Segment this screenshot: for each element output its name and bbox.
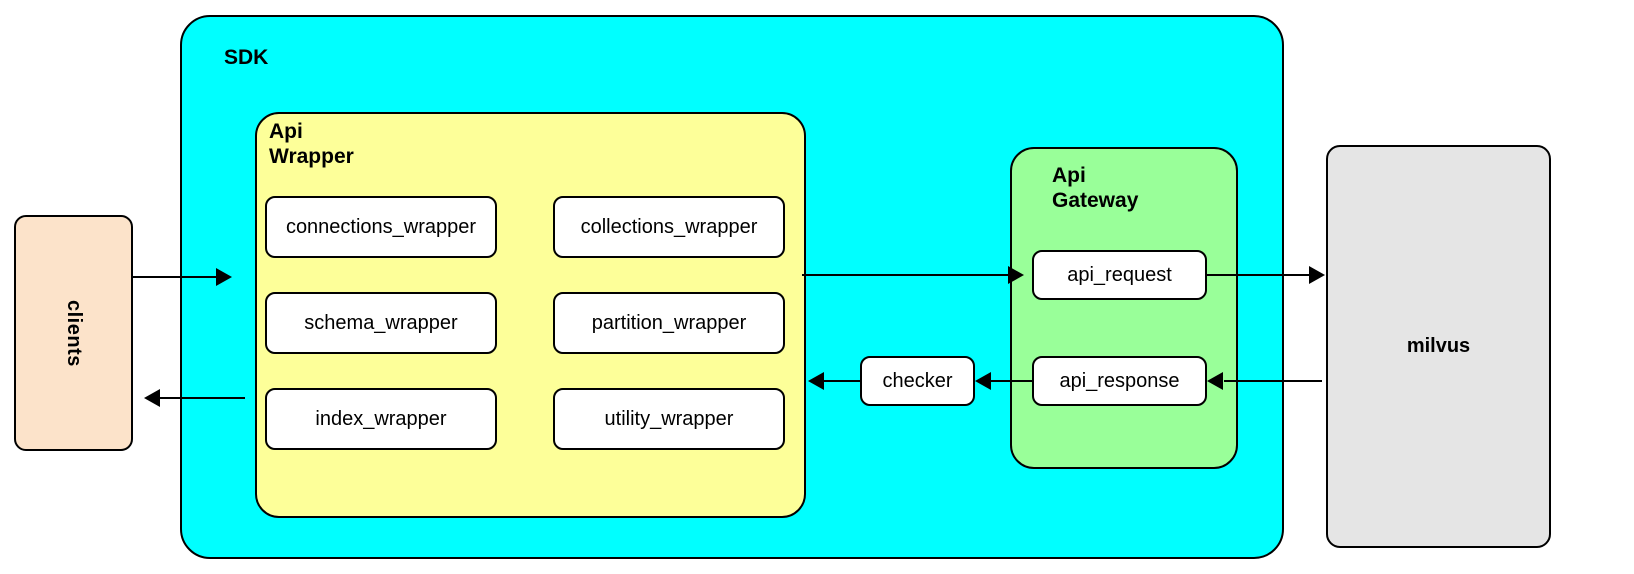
- edge-sdk-to-clients: [160, 397, 245, 399]
- edge-checker-to-api-wrapper: [824, 380, 862, 382]
- arrow-right-icon-request-milvus: [1309, 266, 1325, 284]
- node-api-request[interactable]: api_request: [1032, 250, 1207, 300]
- node-connections-wrapper[interactable]: connections_wrapper: [265, 196, 497, 258]
- arrow-right-icon-wrapper-gateway: [1008, 266, 1024, 284]
- edge-milvus-to-api-response: [1224, 380, 1322, 382]
- arrow-right-icon-clients-out: [216, 268, 232, 286]
- node-collections-wrapper[interactable]: collections_wrapper: [553, 196, 785, 258]
- api-wrapper-label: Api Wrapper: [269, 120, 354, 168]
- api-gateway-label: Api Gateway: [1052, 164, 1139, 212]
- node-api-response[interactable]: api_response: [1032, 356, 1207, 406]
- arrow-left-icon-response-checker: [975, 372, 991, 390]
- node-checker[interactable]: checker: [860, 356, 975, 406]
- edge-api-response-to-checker: [991, 380, 1033, 382]
- sdk-label: SDK: [224, 46, 269, 69]
- api-gateway-container: Api Gateway: [1010, 147, 1238, 469]
- clients-label: clients: [63, 299, 85, 367]
- node-index-wrapper[interactable]: index_wrapper: [265, 388, 497, 450]
- arrow-left-icon-milvus-response: [1207, 372, 1223, 390]
- node-partition-wrapper[interactable]: partition_wrapper: [553, 292, 785, 354]
- edge-api-request-to-milvus: [1207, 274, 1311, 276]
- arrow-left-icon-clients-in: [144, 389, 160, 407]
- edge-clients-to-sdk: [133, 276, 218, 278]
- edge-api-wrapper-to-api-request: [802, 274, 1010, 276]
- node-clients[interactable]: clients: [14, 215, 133, 451]
- node-schema-wrapper[interactable]: schema_wrapper: [265, 292, 497, 354]
- node-utility-wrapper[interactable]: utility_wrapper: [553, 388, 785, 450]
- arrow-left-icon-checker-wrapper: [808, 372, 824, 390]
- node-milvus[interactable]: milvus: [1326, 145, 1551, 548]
